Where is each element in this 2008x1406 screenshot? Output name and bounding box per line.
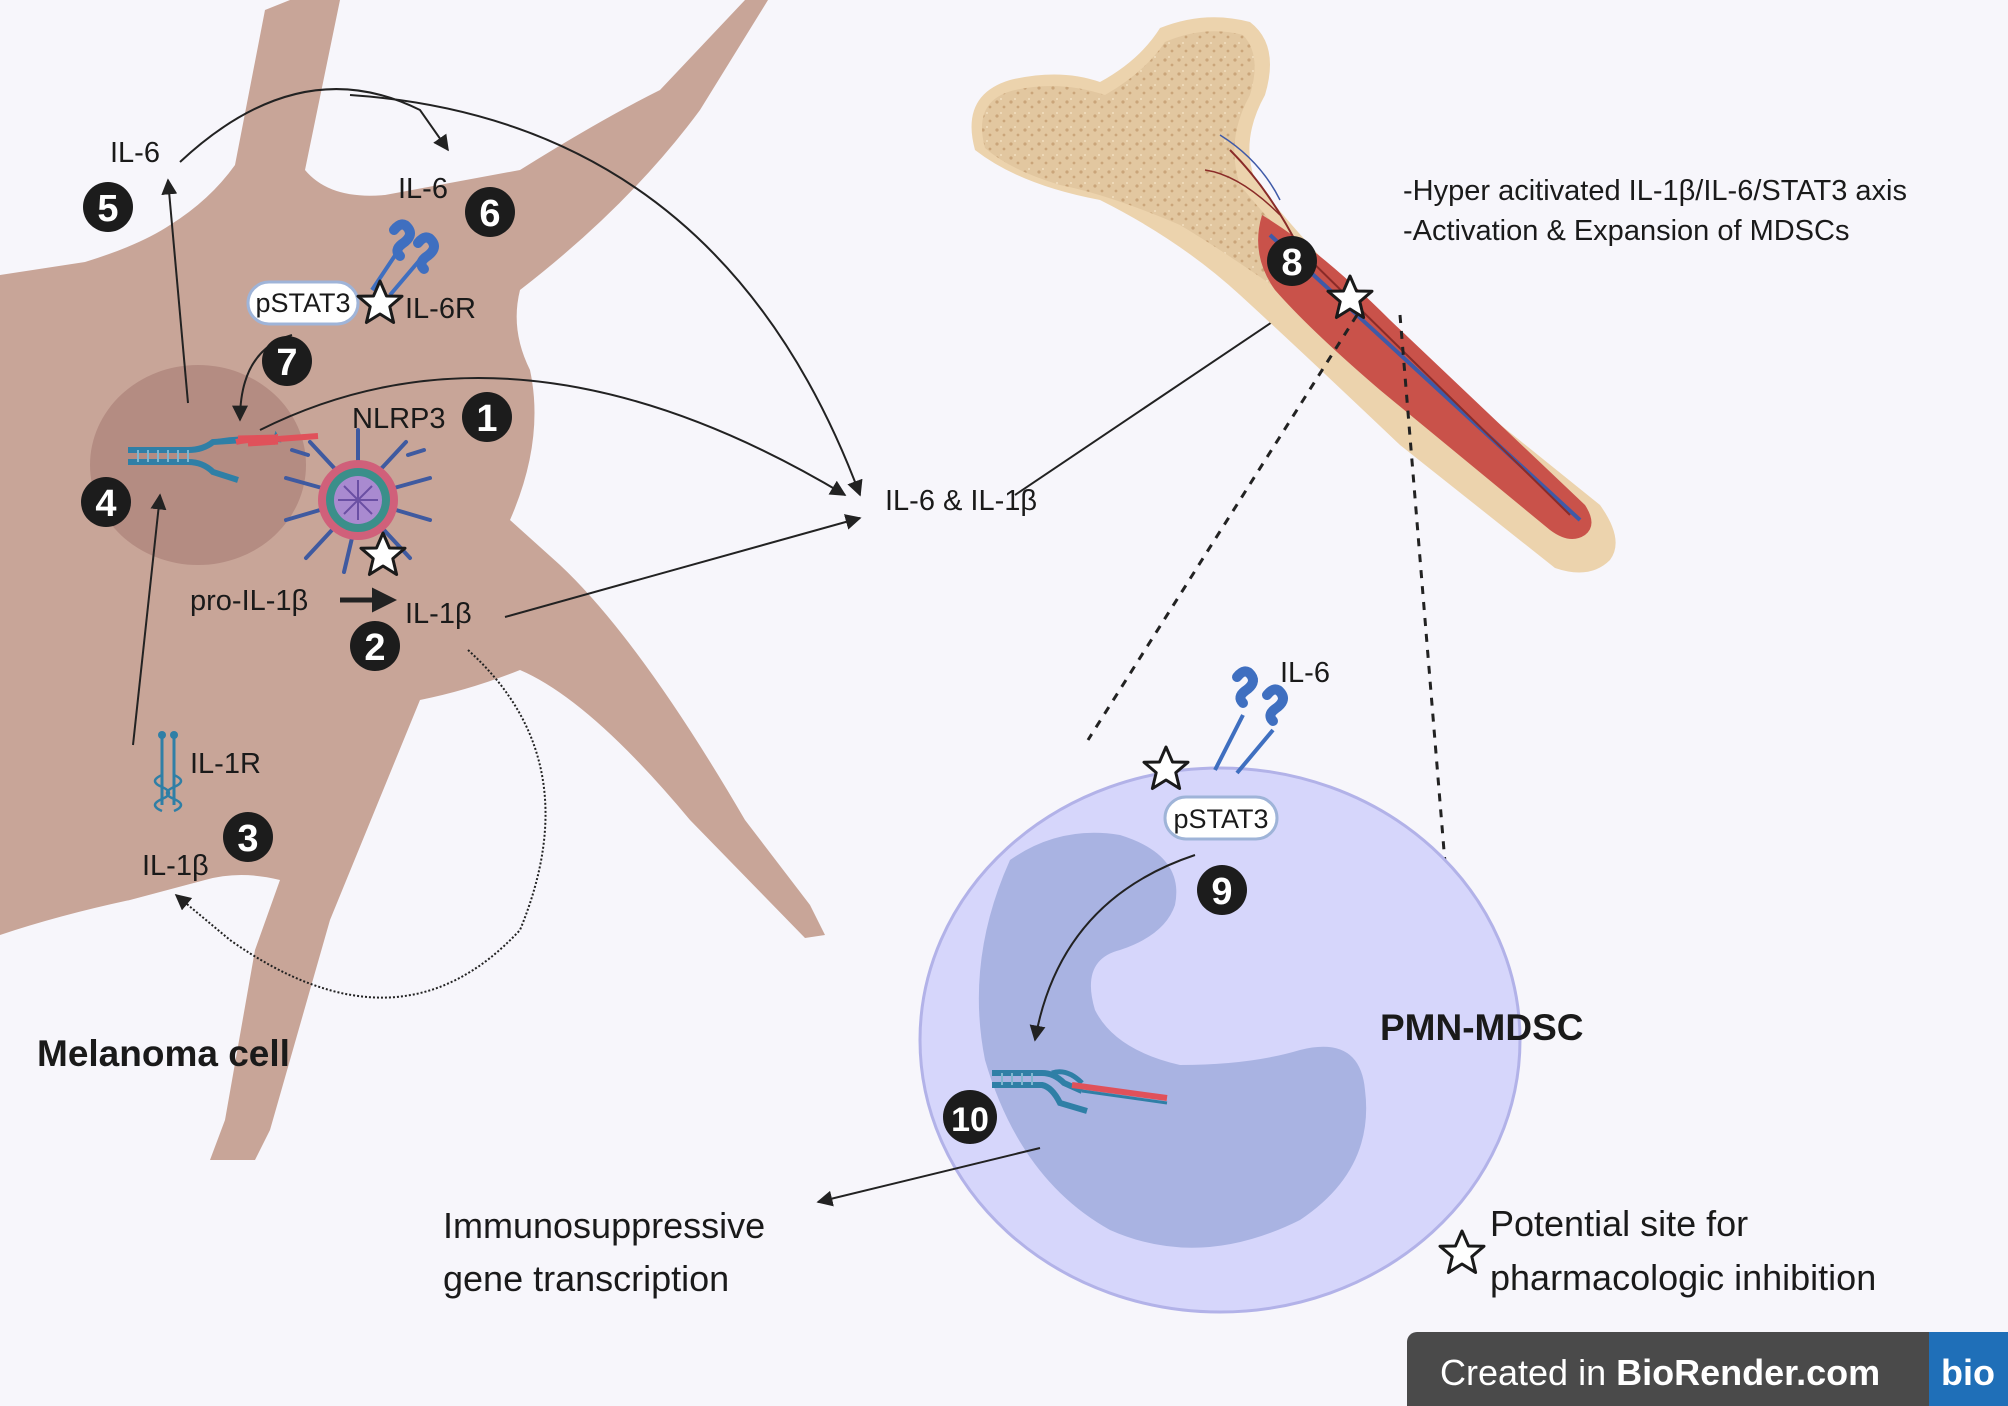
receptor-icon bbox=[370, 219, 439, 297]
mdsc-pstat3-label: pSTAT3 bbox=[1173, 804, 1268, 834]
pstat3-pill: pSTAT3 bbox=[246, 280, 360, 326]
output-line-1: Immunosuppressive bbox=[443, 1205, 765, 1246]
inflammasome-icon bbox=[284, 428, 432, 574]
step-markers: 1 2 3 4 5 6 7 8 9 10 bbox=[81, 182, 1317, 1144]
dna-icon bbox=[128, 430, 319, 483]
pstat3-label: pSTAT3 bbox=[255, 288, 350, 318]
cytokines-label: IL-6 & IL-1β bbox=[885, 485, 1037, 517]
il6-ligand-label: IL-6 bbox=[398, 173, 448, 205]
svg-text:10: 10 bbox=[951, 1101, 989, 1139]
biorender-logo bbox=[1929, 1332, 2008, 1406]
arrow-pstat3-to-dna bbox=[1029, 854, 1196, 1042]
receptor-icon bbox=[1213, 666, 1288, 775]
badge-text: Created in BioRender.com bbox=[1440, 1352, 1880, 1393]
arrow-il1r-to-nucleus bbox=[132, 493, 167, 746]
svg-text:4: 4 bbox=[95, 483, 116, 525]
biorender-logo-text: bio bbox=[1941, 1352, 1995, 1393]
output-line-2: gene transcription bbox=[443, 1258, 729, 1299]
bone-icon bbox=[971, 17, 1616, 573]
step-marker: 4 bbox=[81, 477, 131, 527]
mdsc-il6-label: IL-6 bbox=[1280, 657, 1330, 689]
svg-text:6: 6 bbox=[479, 193, 500, 235]
legend-line-2: pharmacologic inhibition bbox=[1490, 1257, 1876, 1298]
svg-text:9: 9 bbox=[1211, 871, 1232, 913]
step-marker: 6 bbox=[465, 187, 515, 237]
badge-brand: BioRender.com bbox=[1616, 1352, 1880, 1393]
il6r-label: IL-6R bbox=[405, 293, 476, 325]
arrow-top-to-center bbox=[349, 94, 863, 497]
pro-il1b-label: pro-IL-1β bbox=[190, 585, 308, 617]
mdsc-cell-label: PMN-MDSC bbox=[1380, 1007, 1583, 1048]
legend-line-1: Potential site for bbox=[1490, 1203, 1748, 1244]
star-icon bbox=[1438, 1229, 1486, 1274]
svg-text:3: 3 bbox=[237, 818, 258, 860]
mdsc-nucleus bbox=[978, 832, 1367, 1248]
svg-text:5: 5 bbox=[97, 188, 118, 230]
svg-text:1: 1 bbox=[476, 398, 497, 440]
step-marker: 9 bbox=[1197, 865, 1247, 915]
bone-spongy bbox=[981, 31, 1350, 306]
arrow-dna-to-output bbox=[816, 1147, 1041, 1207]
mdsc-pstat3-pill: pSTAT3 bbox=[1163, 795, 1279, 841]
mdsc-arrows bbox=[816, 854, 1196, 1207]
dna-icon bbox=[992, 1069, 1168, 1114]
step-marker: 8 bbox=[1267, 236, 1317, 286]
il6-top-label: IL-6 bbox=[110, 137, 160, 169]
biorender-badge[interactable]: Created in BioRender.com bio bbox=[1407, 1332, 2008, 1406]
il1b-bottom-label: IL-1β bbox=[142, 850, 209, 882]
melanoma-arrows bbox=[132, 88, 1292, 999]
step-marker: 1 bbox=[462, 392, 512, 442]
svg-text:2: 2 bbox=[364, 627, 385, 669]
bone-note-1: -Hyper acitivated IL-1β/IL-6/STAT3 axis bbox=[1403, 175, 1907, 207]
arrow-center-to-bone bbox=[1014, 309, 1292, 496]
step-marker: 7 bbox=[262, 336, 312, 386]
svg-text:8: 8 bbox=[1281, 242, 1302, 284]
svg-text:7: 7 bbox=[276, 342, 297, 384]
il1r-receptor-icon bbox=[153, 731, 183, 813]
bone-to-mdsc-connectors bbox=[1086, 314, 1454, 949]
arrow-autocrine-loop bbox=[174, 649, 547, 999]
step-marker: 2 bbox=[350, 621, 400, 671]
melanoma-cell-label: Melanoma cell bbox=[37, 1033, 290, 1074]
bone-note-2: -Activation & Expansion of MDSCs bbox=[1403, 215, 1849, 247]
arrow-nucleus-to-il6 bbox=[161, 178, 189, 404]
arrow-il6-to-il6r bbox=[179, 88, 449, 163]
melanoma-cell-body bbox=[0, 0, 825, 1160]
nlrp3-label: NLRP3 bbox=[352, 403, 446, 435]
il1b-label: IL-1β bbox=[405, 598, 472, 630]
il1r-label: IL-1R bbox=[190, 748, 261, 780]
step-marker: 5 bbox=[83, 182, 133, 232]
step-marker: 3 bbox=[223, 812, 273, 862]
arrow-il1b-to-center bbox=[504, 514, 862, 618]
badge-prefix: Created in bbox=[1440, 1352, 1616, 1393]
arrow-dna-to-center bbox=[259, 377, 847, 496]
step-marker: 10 bbox=[943, 1090, 997, 1144]
pmn-mdsc-cell bbox=[918, 766, 1522, 1314]
